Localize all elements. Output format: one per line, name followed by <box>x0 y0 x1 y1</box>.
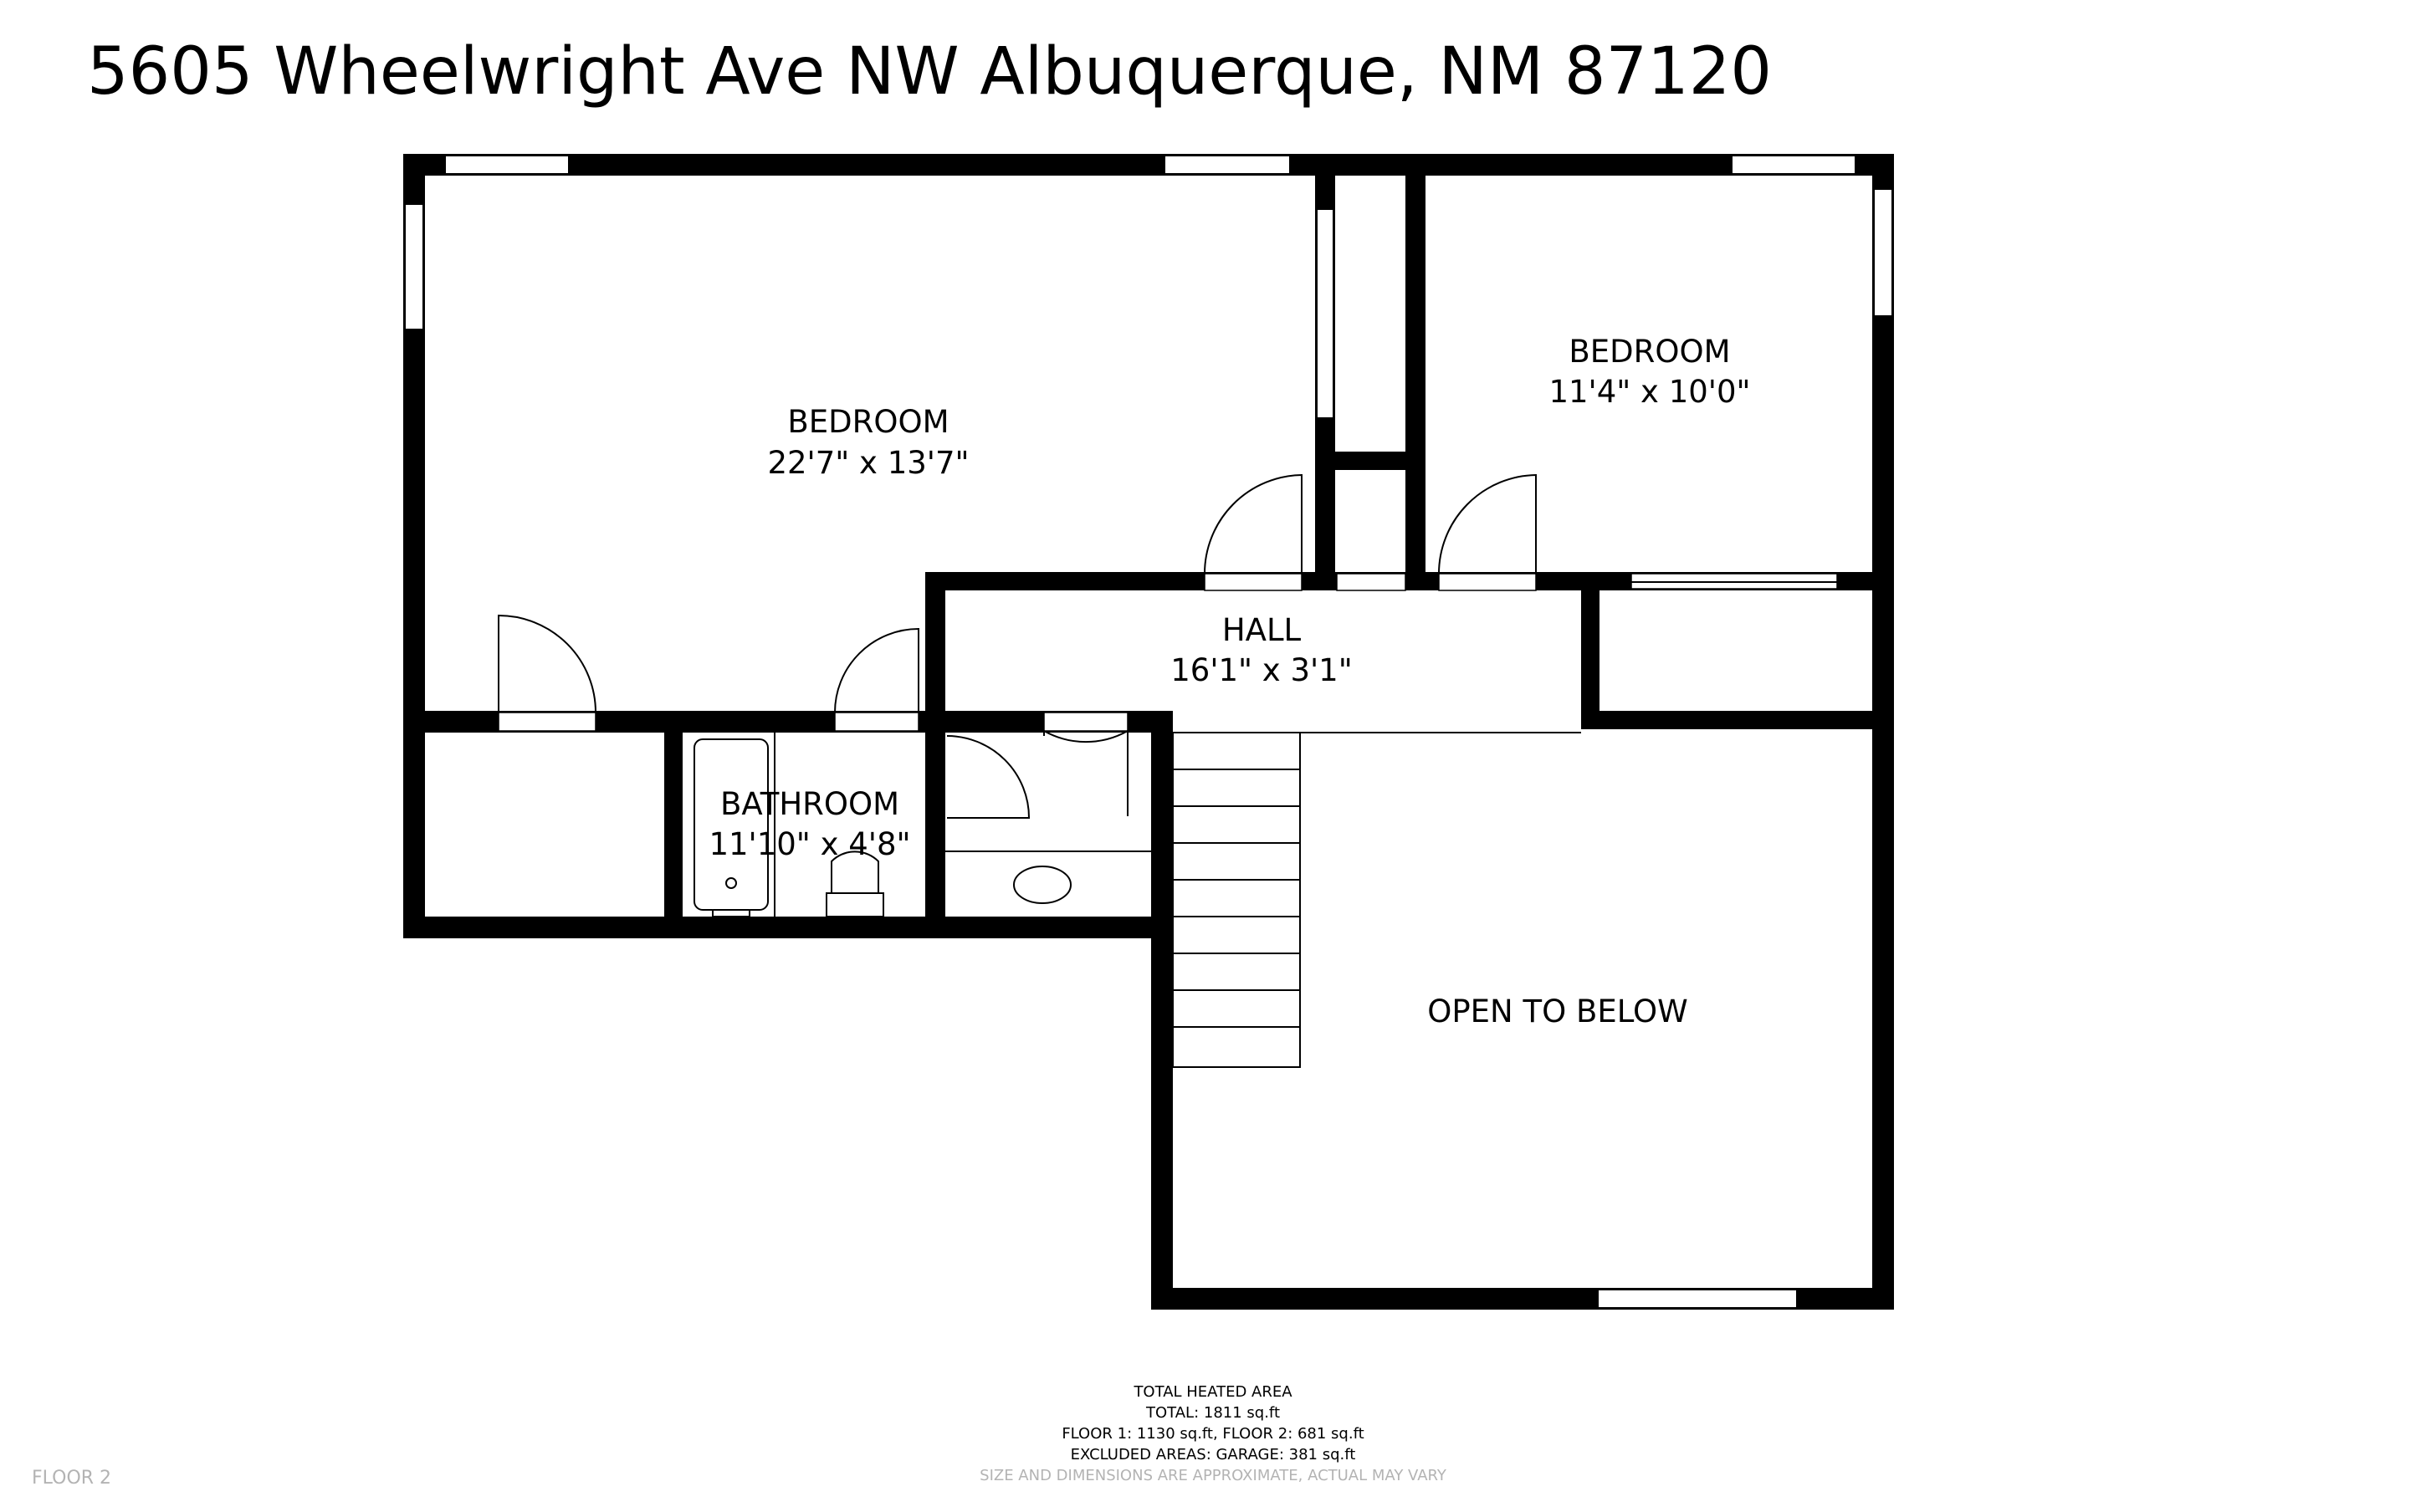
door-swing-5 <box>946 735 1031 819</box>
toilet-tank <box>826 892 884 917</box>
window-top-1 <box>444 155 570 175</box>
room-dims: 11'10" x 4'8" <box>709 826 910 862</box>
stairs <box>1172 732 1581 1068</box>
stair-outline <box>1172 732 1301 1068</box>
area-floors: FLOOR 1: 1130 sq.ft, FLOOR 2: 681 sq.ft <box>1062 1425 1364 1443</box>
room-name: HALL <box>1222 612 1302 648</box>
area-disclaimer: SIZE AND DIMENSIONS ARE APPROXIMATE, ACT… <box>980 1467 1446 1484</box>
window-right <box>1873 188 1893 317</box>
opening-hall-closet <box>1043 712 1129 732</box>
page-title: 5605 Wheelwright Ave NW Albuquerque, NM … <box>87 34 1773 110</box>
window-top-3 <box>1731 155 1856 175</box>
wall-closet-split <box>1315 452 1425 470</box>
fixtures <box>694 733 1151 917</box>
opening-hall-closet-center <box>1336 573 1406 591</box>
opening-bathroom <box>834 712 919 732</box>
wall-top <box>403 154 1894 176</box>
door-swing-1 <box>498 614 596 713</box>
tub-drain <box>725 877 737 889</box>
area-excluded: EXCLUDED AREAS: GARAGE: 381 sq.ft <box>1070 1446 1356 1463</box>
wall-bath-vanity <box>925 711 945 938</box>
floor-label: FLOOR 2 <box>32 1468 112 1489</box>
door-swing-4 <box>1438 473 1537 575</box>
room-dims: 22'7" x 13'7" <box>767 445 969 481</box>
area-total: TOTAL: 1811 sq.ft <box>1145 1404 1281 1422</box>
room-labels: BEDROOM 22'7" x 13'7" BEDROOM 11'4" x 10… <box>709 334 1750 1029</box>
room-name: BEDROOM <box>787 404 949 440</box>
window-bottom <box>1597 1289 1798 1309</box>
wall-open-area-left <box>1151 711 1173 1310</box>
room-name: OPEN TO BELOW <box>1427 994 1688 1029</box>
area-heading: TOTAL HEATED AREA <box>1134 1383 1292 1401</box>
room-dims: 16'1" x 3'1" <box>1170 652 1353 688</box>
tub-faucet <box>712 909 750 917</box>
sink <box>1013 866 1072 904</box>
room-name: BEDROOM <box>1569 334 1730 370</box>
walls <box>403 154 1894 1310</box>
wall-hall-right <box>1581 572 1599 729</box>
opening-bedroom2 <box>1438 573 1537 591</box>
door-swing-3 <box>1204 473 1303 575</box>
wall-right <box>1872 154 1894 1310</box>
opening-bedroom1 <box>1204 573 1303 591</box>
window-closet <box>1316 208 1334 419</box>
windows <box>404 155 1893 1309</box>
toilet <box>831 850 879 893</box>
window-left <box>404 203 424 330</box>
doors <box>498 473 1837 819</box>
wall-bottom-left-wing <box>403 917 1164 938</box>
door-swing-6 <box>1043 729 1129 816</box>
window-top-2 <box>1164 155 1291 175</box>
bathtub <box>694 738 769 911</box>
area-summary: TOTAL HEATED AREA TOTAL: 1811 sq.ft FLOO… <box>945 1382 1481 1486</box>
door-swing-2 <box>834 627 919 713</box>
opening-bedroom1-closet <box>498 712 596 732</box>
door-openings <box>498 573 1838 732</box>
wall-closet-right <box>1405 154 1425 590</box>
room-name: BATHROOM <box>720 786 899 822</box>
wall-mid-horizontal-right <box>1581 711 1894 729</box>
room-dims: 11'4" x 10'0" <box>1548 374 1750 410</box>
wall-bath-left <box>664 711 683 938</box>
